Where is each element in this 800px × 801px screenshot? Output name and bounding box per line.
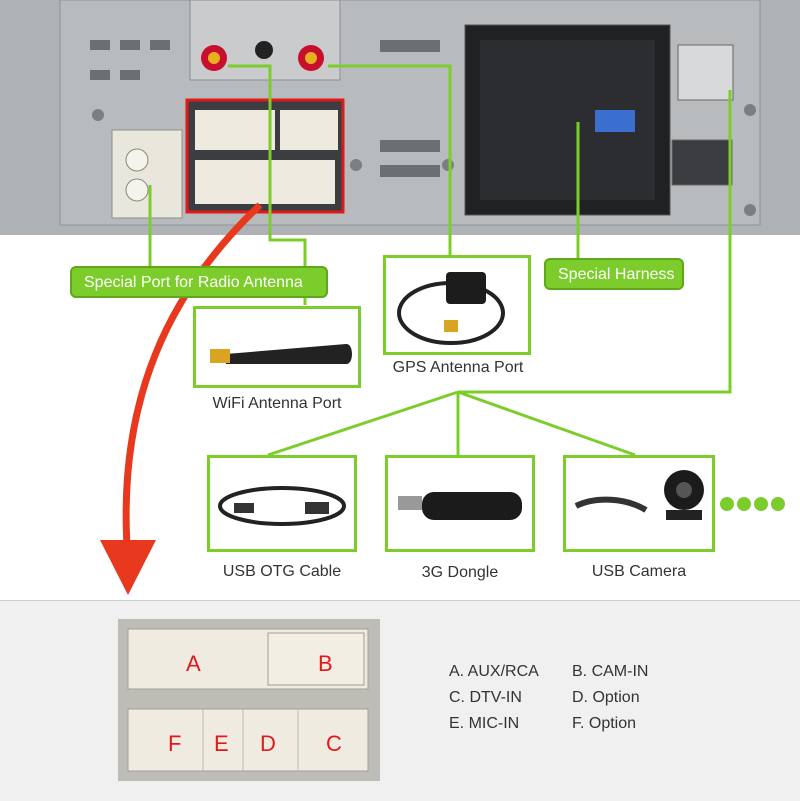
special-harness-text: Special Harness [558, 266, 675, 283]
callout-lines [100, 64, 732, 595]
wifi-antenna-caption: WiFi Antenna Port [212, 395, 342, 412]
radio-antenna-port-text: Special Port for Radio Antenna [84, 274, 303, 291]
usb-otg-cable-image [207, 455, 357, 552]
connector-letter-f: F [168, 731, 181, 756]
usb-camera-icon [574, 470, 704, 520]
wifi-antenna-image [193, 306, 361, 388]
legend-a: A. AUX/RCA [449, 663, 539, 680]
head-unit-rear-illustration [0, 0, 800, 235]
legend-e: E. MIC-IN [449, 715, 520, 732]
gps-antenna-caption: GPS Antenna Port [392, 359, 524, 376]
radio-antenna-port-label: Special Port for Radio Antenna [70, 266, 328, 298]
wifi-antenna-icon [210, 343, 352, 365]
connector-legend-panel: A B F E D C A. AUX/RCA B. CAM-IN C. DTV-… [0, 600, 800, 801]
head-unit-rear-photo [0, 0, 800, 235]
3g-dongle-image [385, 455, 535, 552]
usb-camera-image [563, 455, 715, 552]
3g-dongle-icon [398, 492, 522, 520]
gps-antenna-image [383, 255, 531, 355]
usb-otg-cable-icon [218, 486, 346, 526]
connector-closeup-image: A B F E D C [118, 619, 380, 781]
connector-letter-b: B [318, 651, 333, 676]
legend-d: D. Option [572, 689, 640, 706]
legend-b: B. CAM-IN [572, 663, 649, 680]
connector-letter-a: A [186, 651, 201, 676]
3g-dongle-caption: 3G Dongle [421, 564, 499, 581]
usb-otg-cable-caption: USB OTG Cable [222, 563, 342, 580]
usb-camera-caption: USB Camera [591, 563, 687, 580]
special-harness-label: Special Harness [544, 258, 684, 290]
connector-letter-e: E [214, 731, 229, 756]
more-items-dots [720, 497, 785, 511]
legend-c: C. DTV-IN [449, 689, 522, 706]
connector-letter-d: D [260, 731, 276, 756]
legend-f: F. Option [572, 715, 637, 732]
connector-letter-c: C [326, 731, 342, 756]
gps-antenna-icon [397, 272, 505, 345]
